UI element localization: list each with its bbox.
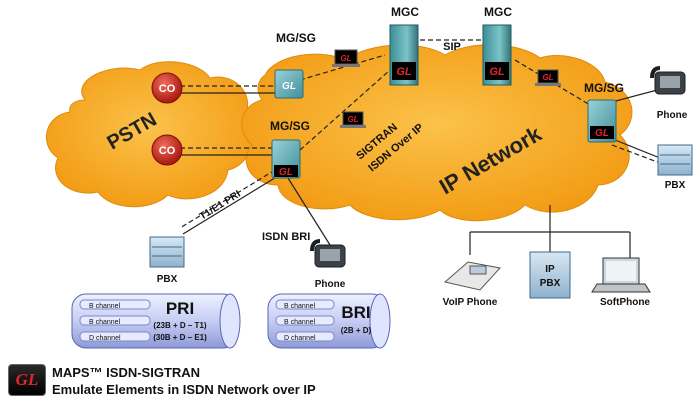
mgc-left-label: MGC (391, 5, 419, 19)
gl-logo-icon: GL (489, 66, 505, 78)
softphone-label: SoftPhone (600, 297, 650, 308)
mgsg-left-label: MG/SG (270, 119, 310, 133)
co-node-bottom: CO (151, 134, 183, 166)
bri-channel-label: B channel (284, 303, 316, 310)
pri-channel-label: B channel (89, 303, 121, 310)
bri-formula: (2B + D) (341, 326, 372, 335)
phone-icon (650, 66, 686, 95)
mgsg-gateway-top: GL (274, 69, 304, 99)
pbx-right-label: PBX (665, 180, 686, 191)
mgsg-gateway-right: GL (587, 99, 617, 143)
connection-lines (179, 39, 666, 260)
pri-title: PRI (166, 299, 194, 318)
gl-logo-icon: GL (340, 54, 351, 63)
co-node-top: CO (151, 72, 183, 104)
co-label: CO (159, 83, 176, 95)
co-label: CO (159, 145, 176, 157)
mgc-right-label: MGC (484, 5, 512, 19)
gl-monitor-icon: GL (340, 111, 366, 128)
ip-pbx-icon (529, 251, 571, 299)
pbx-icon (149, 236, 185, 268)
bri-channel-label: D channel (284, 335, 316, 342)
voip-phone-label: VoIP Phone (443, 297, 498, 308)
gl-monitor-icon: GL (535, 69, 561, 86)
mgsg-top-label: MG/SG (276, 31, 316, 45)
gl-logo-icon: GL (347, 115, 358, 124)
gl-logo-icon: GL (396, 66, 412, 78)
mgc-server-left: GL (389, 24, 419, 86)
mgsg-gateway-left: GL (271, 139, 301, 179)
gl-logo-icon: GL (8, 364, 46, 396)
mgsg-right-label: MG/SG (584, 81, 624, 95)
ip-pbx-label-line1: IP (545, 264, 555, 275)
ip-pbx-label-line2: PBX (540, 278, 561, 289)
footer: GL MAPS™ ISDN-SIGTRAN Emulate Elements i… (8, 362, 368, 400)
phone-bottom-label: Phone (315, 279, 346, 290)
pri-channel-label: B channel (89, 319, 121, 326)
bri-title: BRI (341, 303, 370, 322)
gl-logo-icon: GL (595, 128, 609, 139)
sip-label: SIP (443, 41, 461, 53)
pstn-cloud (46, 61, 254, 208)
phone-right-label: Phone (657, 110, 688, 121)
ip-network-cloud (241, 44, 633, 222)
voip-phone-icon (443, 261, 501, 291)
footer-subtitle: Emulate Elements in ISDN Network over IP (52, 382, 316, 397)
pbx-icon (657, 144, 693, 176)
isdn-bri-label: ISDN BRI (262, 231, 310, 243)
gl-logo-icon: GL (542, 73, 553, 82)
laptop-icon (591, 257, 651, 293)
footer-title: MAPS™ ISDN-SIGTRAN (52, 365, 201, 380)
gl-logo-icon: GL (279, 167, 293, 178)
mgc-server-right: GL (482, 24, 512, 86)
bri-channel-bundle: B channel B channel D channel BRI (2B + … (267, 293, 391, 349)
pbx-left-label: PBX (157, 274, 178, 285)
gl-logo-icon: GL (282, 81, 296, 92)
pri-channel-bundle: B channel B channel D channel PRI (23B +… (71, 293, 241, 349)
pri-formula-e1: (30B + D – E1) (153, 333, 207, 342)
bri-channel-label: B channel (284, 319, 316, 326)
pri-formula-t1: (23B + D – T1) (153, 321, 206, 330)
pri-channel-label: D channel (89, 335, 121, 342)
gl-monitor-icon: GL (332, 49, 360, 67)
phone-icon (310, 239, 346, 268)
